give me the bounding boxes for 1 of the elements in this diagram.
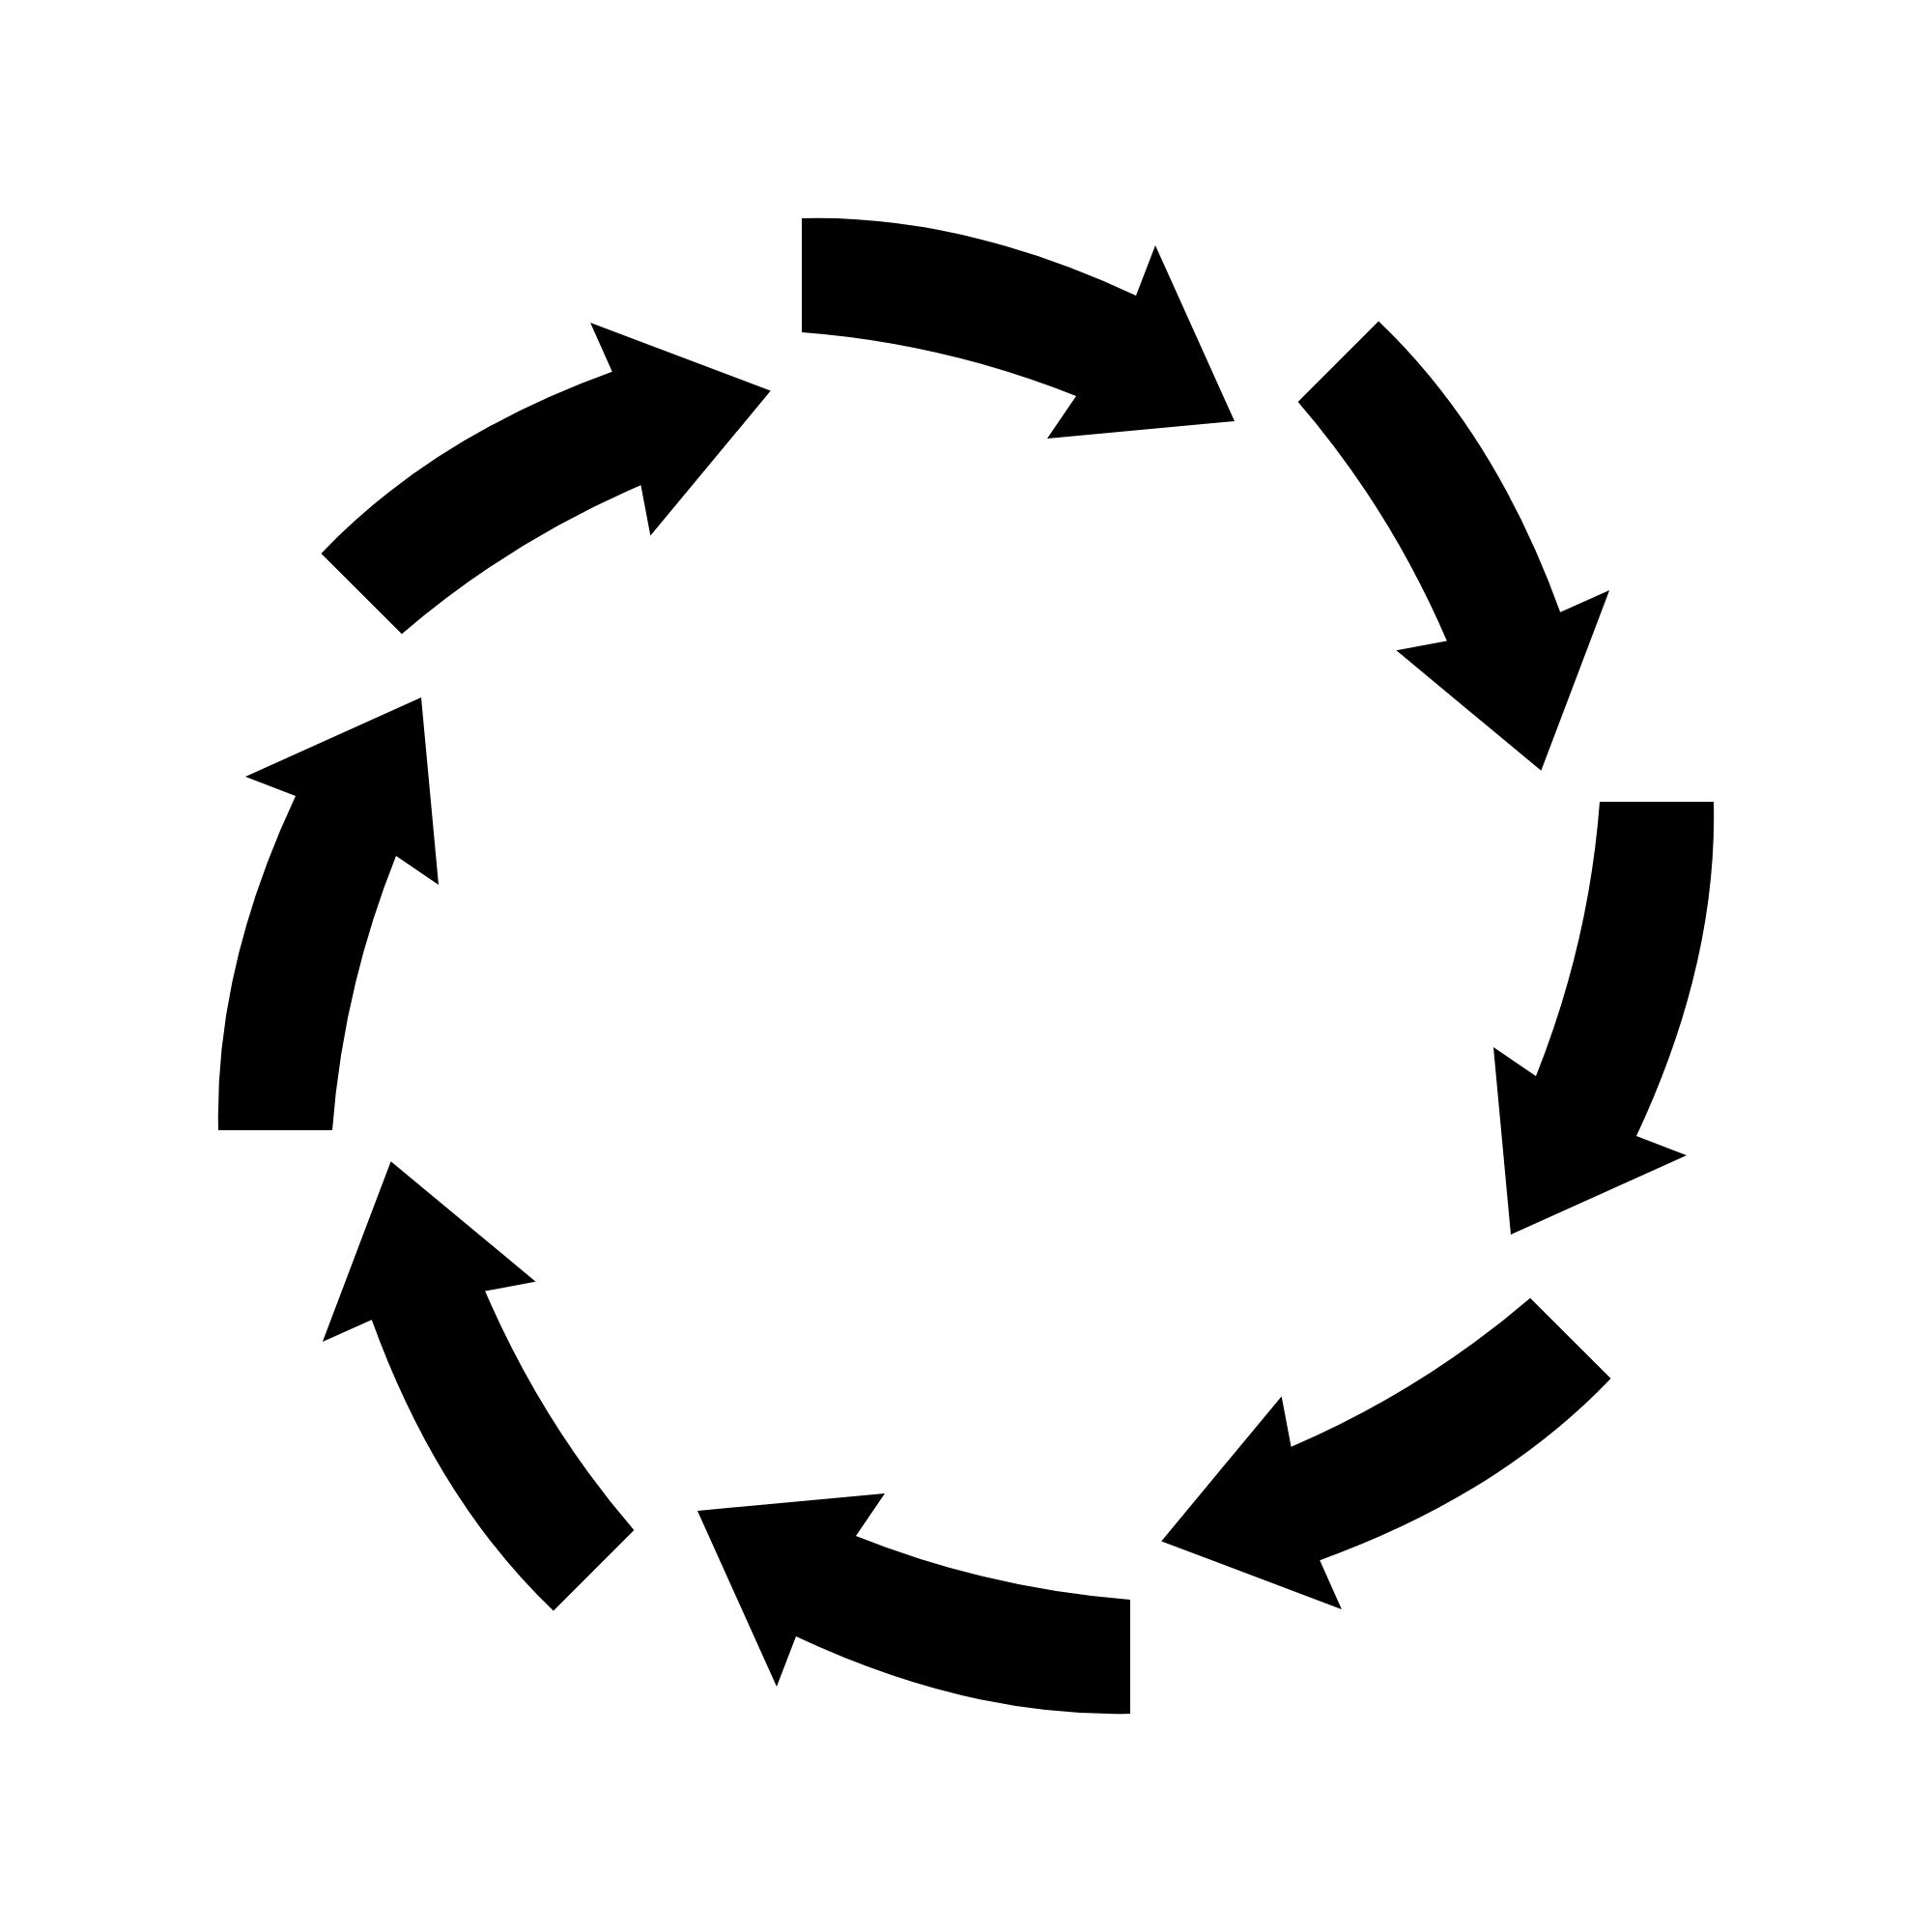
circular-arrows-illustration [217,217,1715,1715]
